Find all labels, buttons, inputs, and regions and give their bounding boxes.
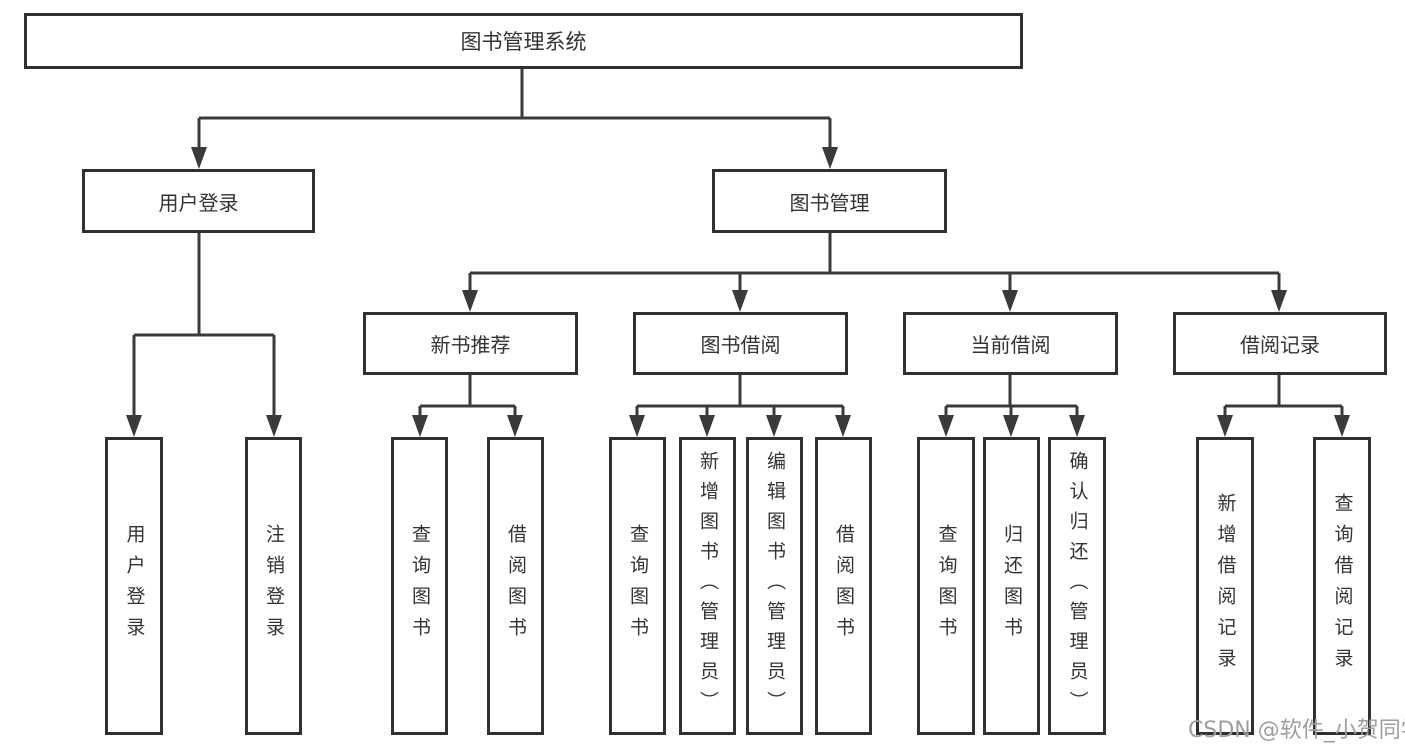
leaf-query-borrow-record: 查询借阅记录 xyxy=(1313,437,1371,735)
leaf-borrowing-borrow-books: 借阅图书 xyxy=(815,437,872,735)
node-label: 图书借阅 xyxy=(700,333,781,357)
node-label: 图书管理系统 xyxy=(460,30,587,54)
node-library-management-system: 图书管理系统 xyxy=(24,13,1023,69)
node-new-book-recommendation: 新书推荐 xyxy=(363,312,578,375)
leaf-user-login: 用户登录 xyxy=(105,437,163,735)
node-label: 用户登录 xyxy=(158,190,239,215)
leaf-label: 新增借阅记录 xyxy=(1214,493,1237,679)
connector-stems xyxy=(132,69,1344,419)
leaf-label: 注销登录 xyxy=(263,524,285,648)
arrowhead-icons xyxy=(126,147,1350,437)
leaf-recommend-borrow-books: 借阅图书 xyxy=(487,437,544,735)
leaf-label: 确认归还（管理员） xyxy=(1066,451,1089,721)
leaf-label: 查询图书 xyxy=(409,524,431,648)
watermark: CSDN @软件_小贺同学 xyxy=(1188,718,1405,743)
leaf-label: 新增图书（管理员） xyxy=(697,451,719,721)
leaf-recommend-query-books: 查询图书 xyxy=(391,437,448,735)
leaf-label: 查询图书 xyxy=(935,524,958,648)
leaf-logout: 注销登录 xyxy=(245,437,302,735)
node-label: 借阅记录 xyxy=(1240,333,1320,357)
node-user-login: 用户登录 xyxy=(82,169,315,233)
node-label: 新书推荐 xyxy=(430,333,511,357)
leaf-label: 查询图书 xyxy=(627,524,649,648)
leaf-label: 借阅图书 xyxy=(505,524,527,648)
leaf-return-books: 归还图书 xyxy=(983,437,1040,735)
node-current-borrowing: 当前借阅 xyxy=(903,312,1118,375)
leaf-add-borrow-record: 新增借阅记录 xyxy=(1196,437,1254,735)
leaf-label: 编辑图书（管理员） xyxy=(764,451,786,721)
leaf-add-book-admin: 新增图书（管理员） xyxy=(679,437,736,735)
node-book-borrowing: 图书借阅 xyxy=(633,312,848,375)
leaf-edit-book-admin: 编辑图书（管理员） xyxy=(746,437,803,735)
node-borrowing-records: 借阅记录 xyxy=(1173,312,1387,375)
leaf-borrowing-query-books: 查询图书 xyxy=(609,437,666,735)
leaf-current-query-books: 查询图书 xyxy=(917,437,975,735)
leaf-label: 用户登录 xyxy=(123,524,146,648)
leaf-label: 查询借阅记录 xyxy=(1331,493,1354,679)
node-book-management: 图书管理 xyxy=(712,169,947,233)
node-label: 当前借阅 xyxy=(970,333,1051,357)
node-label: 图书管理 xyxy=(789,190,870,215)
leaf-label: 借阅图书 xyxy=(833,524,855,648)
leaf-confirm-return-admin: 确认归还（管理员） xyxy=(1048,437,1106,735)
leaf-label: 归还图书 xyxy=(1001,524,1023,648)
